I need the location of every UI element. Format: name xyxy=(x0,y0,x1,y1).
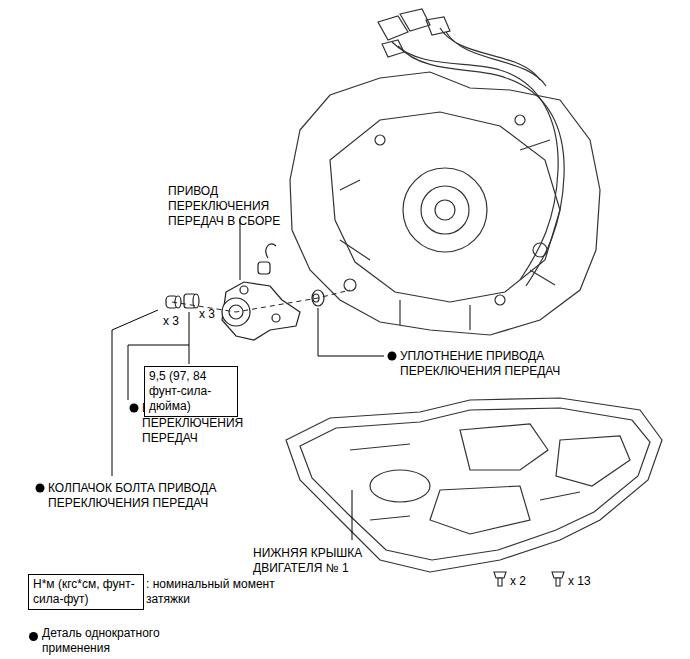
quantity: x 13 xyxy=(568,574,608,589)
unit-box: Н*м (кгс*см, фунт-сила-фут) xyxy=(28,574,144,610)
part-label: ПРИВОД ПЕРЕКЛЮЧЕНИЯ ПЕРЕДАЧ В СБОРЕ xyxy=(168,184,320,229)
assembly-line xyxy=(172,290,350,312)
quantity: x 2 xyxy=(510,574,540,589)
legend-note: : номинальный момент затяжки xyxy=(146,577,276,607)
cover-bolts xyxy=(494,572,564,586)
quantity: x 3 xyxy=(163,314,193,329)
torque-box: 9,5 (97, 84 фунт-сила-дюйма) xyxy=(144,366,238,417)
transmission xyxy=(290,9,600,335)
engine-cover xyxy=(286,398,662,572)
single-use-marks xyxy=(36,352,397,493)
box-text: Н*м (кгс*см, фунт-сила-фут) xyxy=(33,577,139,607)
box-text: 9,5 (97, 84 фунт-сила-дюйма) xyxy=(149,369,233,414)
part-label: УПЛОТНЕНИЕ ПРИВОДА ПЕРЕКЛЮЧЕНИЯ ПЕРЕДАЧ xyxy=(400,349,600,379)
legend-text: Деталь однократного применения xyxy=(42,626,192,656)
quantity: x 3 xyxy=(199,307,229,322)
legend-dot xyxy=(29,632,38,641)
shift-actuator xyxy=(222,244,300,340)
part-label: КОЛПАЧОК БОЛТА ПРИВОДА ПЕРЕКЛЮЧЕНИЯ ПЕРЕ… xyxy=(48,481,220,511)
part-label: НИЖНЯЯ КРЫШКА ДВИГАТЕЛЯ № 1 xyxy=(253,546,393,576)
